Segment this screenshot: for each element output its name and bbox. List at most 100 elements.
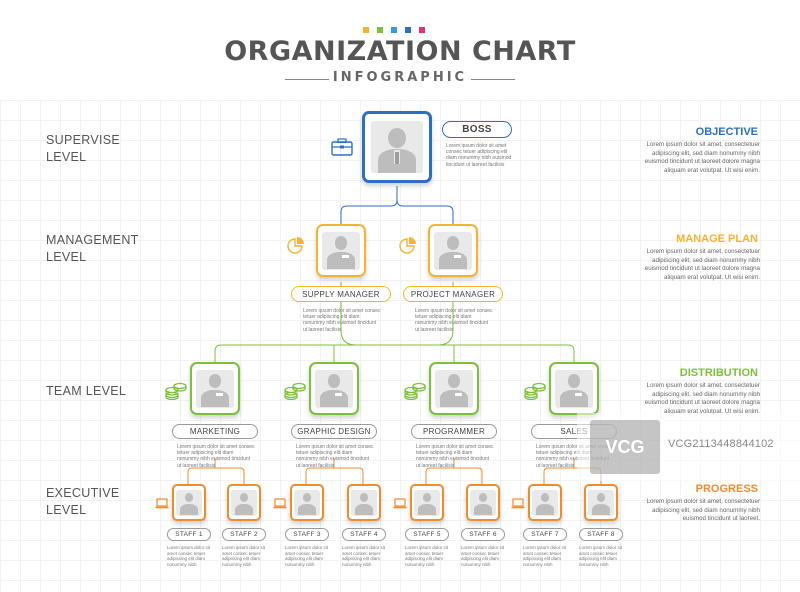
level-team: TEAM LEVEL — [46, 384, 127, 398]
color-dot — [363, 27, 369, 33]
team-description: Lorem ipsum dolor sit amet consec tetuer… — [536, 444, 614, 469]
team-card[interactable] — [549, 362, 599, 415]
page-title: ORGANIZATION CHART — [224, 36, 576, 67]
level-label-line: SUPERVISE — [46, 133, 121, 147]
staff-card[interactable] — [466, 484, 500, 521]
staff-description: Lorem ipsum dolor sit amet consec tetuer… — [222, 545, 266, 567]
manager-description: Lorem ipsum dolor sit amet consec tetuer… — [303, 308, 381, 333]
staff-label: STAFF 2 — [222, 528, 266, 541]
color-dot — [419, 27, 425, 33]
staff-description: Lorem ipsum dolor sit amet consec tetuer… — [461, 545, 505, 567]
progress-text: Lorem ipsum dolor sit amet, consectetuer… — [646, 498, 761, 522]
watermark-text: VCG2113448844102 — [668, 438, 774, 450]
staff-label: STAFF 5 — [405, 528, 449, 541]
progress-title: PROGRESS — [695, 483, 758, 495]
person-avatar — [435, 369, 473, 408]
color-dot — [391, 27, 397, 33]
laptop-icon — [511, 496, 525, 514]
person-avatar — [231, 489, 257, 516]
coins-icon — [523, 382, 547, 405]
distribution-title: DISTRIBUTION — [679, 367, 758, 379]
team-card[interactable] — [429, 362, 479, 415]
subtitle-rule-right — [471, 79, 515, 80]
level-label-line: MANAGEMENT — [46, 233, 139, 247]
color-dots — [363, 27, 425, 33]
manager-label: PROJECT MANAGER — [403, 286, 503, 302]
level-management: MANAGEMENT LEVEL — [46, 232, 139, 266]
person-avatar — [351, 489, 377, 516]
boss-label: BOSS — [442, 121, 512, 138]
person-avatar — [176, 489, 202, 516]
manager-card[interactable] — [428, 224, 478, 277]
team-description: Lorem ipsum dolor sit amet consec tetuer… — [416, 444, 494, 469]
coins-icon — [164, 382, 188, 405]
level-label-line: LEVEL — [46, 503, 87, 517]
manager-label: SUPPLY MANAGER — [291, 286, 391, 302]
person-avatar — [322, 231, 360, 270]
staff-label: STAFF 3 — [285, 528, 329, 541]
laptop-icon — [393, 496, 407, 514]
boss-description: Lorem ipsum dolor sit amet consec tetuer… — [446, 143, 512, 168]
staff-label: STAFF 4 — [342, 528, 386, 541]
person-avatar — [532, 489, 558, 516]
staff-card[interactable] — [347, 484, 381, 521]
staff-label: STAFF 1 — [167, 528, 211, 541]
level-executive: EXECUTIVE LEVEL — [46, 485, 120, 519]
staff-card[interactable] — [172, 484, 206, 521]
person-avatar — [470, 489, 496, 516]
staff-description: Lorem ipsum dolor sit amet consec tetuer… — [342, 545, 386, 567]
team-description: Lorem ipsum dolor sit amet consec tetuer… — [177, 444, 255, 469]
pie-chart-icon — [398, 236, 420, 259]
staff-label: STAFF 8 — [579, 528, 623, 541]
manage-plan-title: MANAGE PLAN — [676, 233, 758, 245]
manager-card[interactable] — [316, 224, 366, 277]
boss-avatar — [371, 121, 423, 173]
person-avatar — [196, 369, 234, 408]
staff-card[interactable] — [528, 484, 562, 521]
level-label-line: EXECUTIVE — [46, 486, 120, 500]
staff-card[interactable] — [584, 484, 618, 521]
coins-icon — [403, 382, 427, 405]
team-card[interactable] — [309, 362, 359, 415]
team-label: MARKETING — [172, 424, 258, 439]
staff-card[interactable] — [410, 484, 444, 521]
staff-description: Lorem ipsum dolor sit amet consec tetuer… — [405, 545, 449, 567]
person-avatar — [294, 489, 320, 516]
team-label: PROGRAMMER — [411, 424, 497, 439]
person-avatar — [434, 231, 472, 270]
staff-label: STAFF 7 — [523, 528, 567, 541]
page-subtitle: INFOGRAPHIC — [332, 70, 468, 85]
team-description: Lorem ipsum dolor sit amet consec tetuer… — [296, 444, 374, 469]
manager-description: Lorem ipsum dolor sit amet consec tetuer… — [415, 308, 493, 333]
team-label: GRAPHIC DESIGN — [291, 424, 377, 439]
manage-plan-text: Lorem ipsum dolor sit amet, consectetuer… — [644, 248, 760, 281]
level-label-line: LEVEL — [46, 250, 87, 264]
person-avatar — [588, 489, 614, 516]
person-avatar — [555, 369, 593, 408]
color-dot — [405, 27, 411, 33]
laptop-icon — [273, 496, 287, 514]
boss-card[interactable] — [362, 111, 432, 183]
staff-description: Lorem ipsum dolor sit amet consec tetuer… — [285, 545, 329, 567]
watermark-logo: VCG — [590, 420, 660, 474]
level-label-line: LEVEL — [46, 150, 87, 164]
subtitle-rule-left — [285, 79, 329, 80]
color-dot — [377, 27, 383, 33]
level-supervise: SUPERVISE LEVEL — [46, 132, 120, 166]
objective-text: Lorem ipsum dolor sit amet, consectetuer… — [644, 141, 760, 174]
team-card[interactable] — [190, 362, 240, 415]
pie-chart-icon — [286, 236, 308, 259]
objective-title: OBJECTIVE — [695, 126, 758, 138]
person-avatar — [414, 489, 440, 516]
staff-card[interactable] — [227, 484, 261, 521]
staff-description: Lorem ipsum dolor sit amet consec tetuer… — [523, 545, 567, 567]
staff-description: Lorem ipsum dolor sit amet consec tetuer… — [579, 545, 623, 567]
briefcase-icon — [331, 138, 353, 156]
distribution-text: Lorem ipsum dolor sit amet, consectetuer… — [644, 382, 760, 415]
subtitle-block: INFOGRAPHIC — [285, 70, 515, 88]
staff-card[interactable] — [290, 484, 324, 521]
coins-icon — [283, 382, 307, 405]
person-avatar — [315, 369, 353, 408]
staff-description: Lorem ipsum dolor sit amet consec tetuer… — [167, 545, 211, 567]
